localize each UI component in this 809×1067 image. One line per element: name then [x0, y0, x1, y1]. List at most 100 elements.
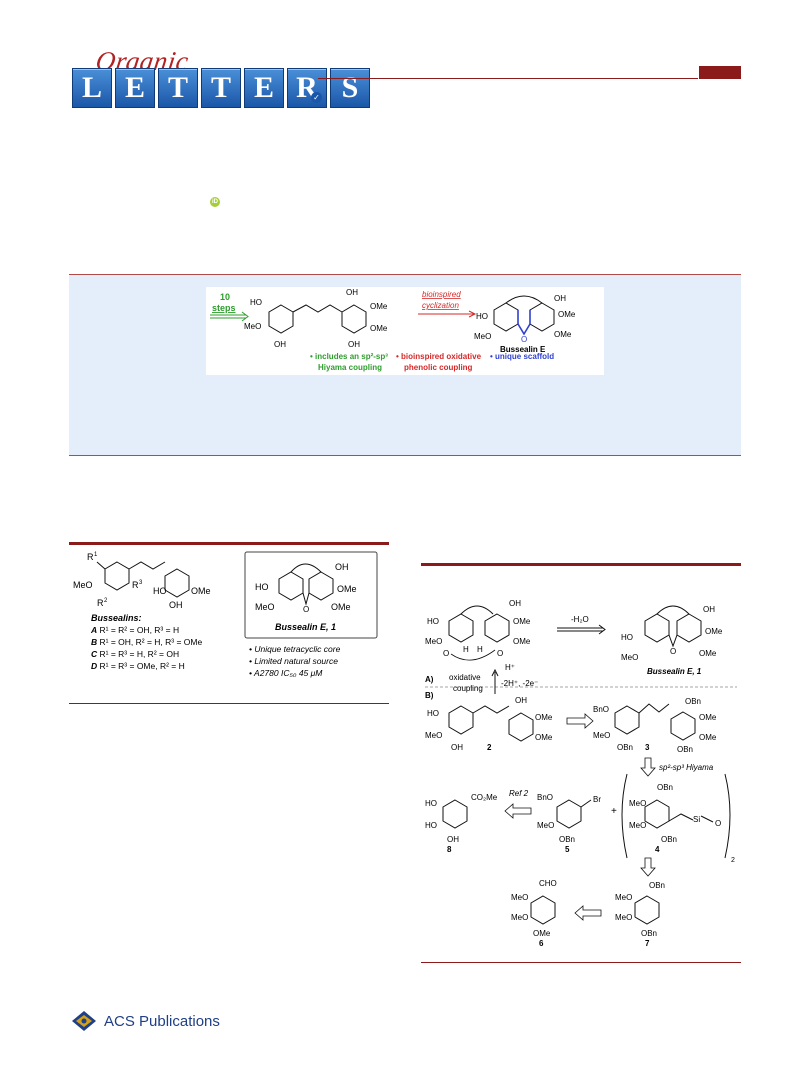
- svg-text:OBn: OBn: [617, 743, 633, 752]
- svg-text:BnO: BnO: [593, 705, 609, 714]
- svg-text:MeO: MeO: [615, 893, 632, 902]
- toc-product-name: Bussealin E: [500, 345, 546, 354]
- svg-text:HO: HO: [255, 582, 269, 592]
- coupling-label: coupling: [453, 684, 483, 693]
- svg-text:OBn: OBn: [559, 835, 575, 844]
- svg-text:BnO: BnO: [537, 793, 553, 802]
- hiyama-label: sp²-sp³ Hiyama: [659, 763, 714, 772]
- svg-text:1: 1: [94, 552, 98, 558]
- compound-number: 5: [565, 845, 570, 854]
- svg-text:OMe: OMe: [513, 637, 531, 646]
- svg-text:OBn: OBn: [661, 835, 677, 844]
- svg-text:OMe: OMe: [370, 302, 388, 311]
- svg-text:OBn: OBn: [685, 697, 701, 706]
- logo-tile: L: [72, 68, 112, 108]
- svg-text:OH: OH: [346, 288, 358, 297]
- svg-text:MeO: MeO: [511, 913, 528, 922]
- svg-text:OMe: OMe: [699, 733, 717, 742]
- svg-text:2: 2: [104, 598, 108, 604]
- svg-text:OH: OH: [451, 743, 463, 752]
- svg-text:OBn: OBn: [657, 783, 673, 792]
- compound-number: 6: [539, 939, 544, 948]
- compound-number: 4: [655, 845, 660, 854]
- variant-row: A R¹ = R² = OH, R³ = H: [90, 625, 179, 635]
- svg-text:MeO: MeO: [73, 580, 93, 590]
- toc-bullet-blue: • unique scaffold: [490, 352, 554, 361]
- svg-text:OH: OH: [509, 599, 521, 608]
- svg-text:OH: OH: [348, 340, 360, 349]
- svg-text:OMe: OMe: [535, 713, 553, 722]
- svg-text:HO: HO: [153, 586, 167, 596]
- electron-label: -2H⁺, -2e⁻: [501, 679, 538, 688]
- svg-text:MeO: MeO: [615, 913, 632, 922]
- svg-text:MeO: MeO: [511, 893, 528, 902]
- figure1-note: • Unique tetracyclic core: [249, 644, 341, 654]
- svg-text:OMe: OMe: [705, 627, 723, 636]
- logo-tile: R: [287, 68, 327, 108]
- svg-text:Br: Br: [593, 795, 601, 804]
- compound-number: 7: [645, 939, 650, 948]
- variant-row: C R¹ = R³ = H, R² = OH: [91, 649, 179, 659]
- svg-text:OMe: OMe: [554, 330, 572, 339]
- figure2-bottom-rule: [421, 962, 741, 963]
- logo-tile: T: [158, 68, 198, 108]
- svg-text:MeO: MeO: [629, 799, 646, 808]
- svg-text:CHO: CHO: [539, 879, 557, 888]
- svg-text:OH: OH: [554, 294, 566, 303]
- svg-text:OMe: OMe: [699, 713, 717, 722]
- compound-number: 3: [645, 743, 650, 752]
- toc-bullet-green-1: • includes an sp²-sp³: [310, 352, 388, 361]
- svg-text:MeO: MeO: [474, 332, 491, 341]
- svg-text:H: H: [463, 645, 469, 654]
- svg-text:OMe: OMe: [191, 586, 211, 596]
- logo-tile: E: [115, 68, 155, 108]
- svg-text:HO: HO: [425, 821, 437, 830]
- scheme-label-b: B): [425, 691, 434, 700]
- figure2: HO MeO O H H O OH OMe OMe H⁺ -H₂O O HO M…: [421, 594, 741, 958]
- svg-text:HO: HO: [425, 799, 437, 808]
- check-badge-icon: ✓: [311, 92, 322, 103]
- figure1-bottom-rule: [69, 703, 389, 704]
- publisher-name[interactable]: ACS Publications: [104, 1012, 220, 1030]
- header-color-block: [699, 66, 741, 79]
- svg-text:HO: HO: [427, 617, 439, 626]
- toc-steps-count: 10: [220, 292, 230, 302]
- ref-label: Ref 2: [509, 789, 529, 798]
- svg-text:H: H: [477, 645, 483, 654]
- svg-text:OH: OH: [447, 835, 459, 844]
- svg-text:MeO: MeO: [425, 637, 442, 646]
- toc-bullet-green-2: Hiyama coupling: [318, 363, 382, 372]
- svg-text:MeO: MeO: [593, 731, 610, 740]
- svg-text:O: O: [670, 647, 676, 656]
- svg-text:OBn: OBn: [677, 745, 693, 754]
- compound-number: 8: [447, 845, 452, 854]
- scheme-label-a: A): [425, 675, 434, 684]
- svg-text:HO: HO: [427, 709, 439, 718]
- toc-arrow-label-1: bioinspired: [422, 290, 461, 299]
- svg-text:HO: HO: [476, 312, 488, 321]
- svg-text:HO: HO: [621, 633, 633, 642]
- figure1-note: • Limited natural source: [249, 656, 338, 666]
- publisher-footer: ACS Publications: [70, 1009, 220, 1033]
- svg-text:MeO: MeO: [629, 821, 646, 830]
- variant-row: B R¹ = OH, R² = H, R³ = OMe: [91, 637, 202, 647]
- svg-text:2: 2: [731, 857, 735, 864]
- svg-text:OH: OH: [274, 340, 286, 349]
- svg-text:OBn: OBn: [649, 881, 665, 890]
- svg-text:OH: OH: [335, 562, 349, 572]
- toc-steps-word: steps: [212, 303, 236, 313]
- svg-text:R: R: [97, 598, 104, 608]
- toc-arrow-label-2: cyclization: [422, 301, 459, 310]
- svg-text:OH: OH: [703, 605, 715, 614]
- svg-text:OMe: OMe: [331, 602, 351, 612]
- orcid-icon[interactable]: iD: [210, 197, 220, 207]
- svg-text:OBn: OBn: [641, 929, 657, 938]
- figure2-product-label: Bussealin E, 1: [647, 667, 702, 676]
- acs-logo-icon: [72, 1011, 96, 1031]
- logo-tile: E: [244, 68, 284, 108]
- svg-text:O: O: [497, 649, 503, 658]
- toc-bullet-red-1: • bioinspired oxidative: [396, 352, 482, 361]
- svg-text:OMe: OMe: [533, 929, 551, 938]
- svg-text:+: +: [611, 806, 617, 817]
- journal-logo: L E T T E R S: [72, 68, 370, 108]
